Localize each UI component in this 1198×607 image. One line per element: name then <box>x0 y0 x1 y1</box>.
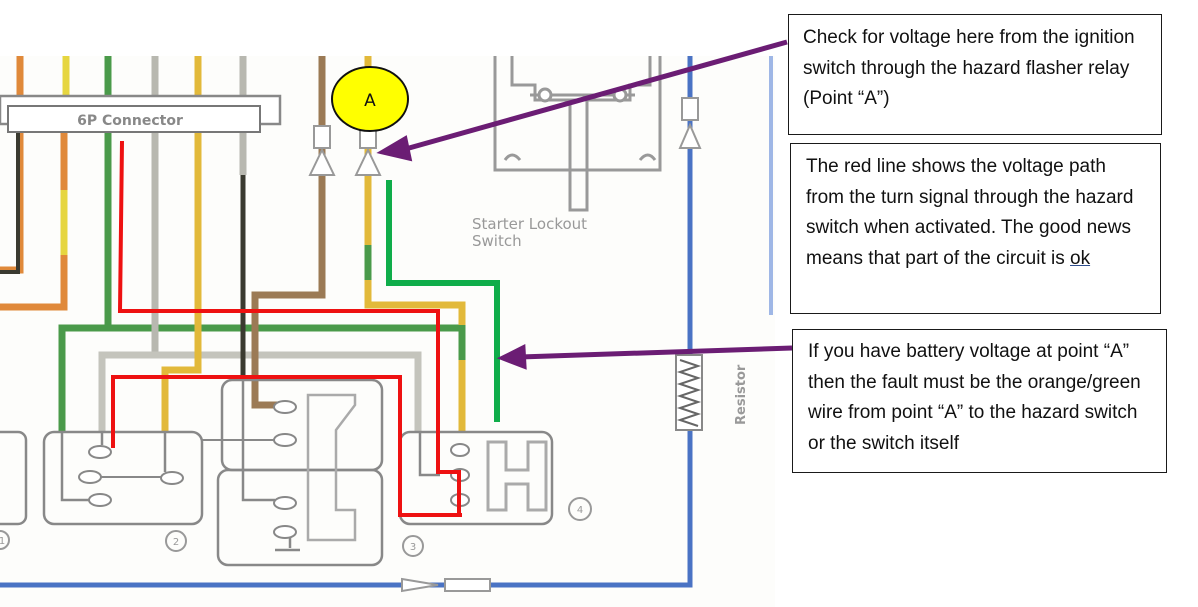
callout-check-voltage: Check for voltage here from the ignition… <box>788 14 1162 135</box>
callout-check-voltage-text: Check for voltage here from the ignition… <box>803 27 1135 109</box>
switch-number-2-text: 2 <box>173 537 179 548</box>
point-a-label: A <box>364 91 376 111</box>
wire-grey-loop <box>98 351 422 432</box>
switch-numbers <box>0 497 592 557</box>
wire-green <box>58 56 112 432</box>
wire-orange-yellow-3 <box>0 255 68 311</box>
resistor: Resistor <box>675 354 749 431</box>
connector-label: 6P Connector <box>77 113 183 129</box>
switch-1-box <box>0 430 28 526</box>
switch-3-lower-box <box>216 468 384 567</box>
wire-brown <box>251 56 326 409</box>
switch-boxes <box>0 378 554 567</box>
switch-number-3-text: 3 <box>410 542 416 553</box>
arrow-to-green-wire <box>519 345 793 360</box>
red-path-lower <box>111 375 462 517</box>
starter-label-line2: Switch <box>472 232 522 250</box>
wire-gold-2 <box>364 56 466 432</box>
arrow-head-point-a <box>376 135 413 162</box>
connector-6p: 6P Connector <box>0 94 282 133</box>
resistor-label: Resistor <box>734 364 749 425</box>
wire-black-left <box>0 130 20 274</box>
arrow-to-point-a <box>401 39 788 153</box>
callout-fault-diagnosis: If you have battery voltage at point “A”… <box>792 329 1167 473</box>
switch-number-4-text: 4 <box>577 505 583 516</box>
starter-lockout-switch <box>493 56 662 212</box>
bottom-inline-connector <box>401 577 491 593</box>
callout-fault-text: If you have battery voltage at point “A”… <box>808 341 1141 454</box>
switch-number-2 <box>165 530 187 552</box>
arrow-head-green-wire <box>496 344 527 370</box>
green-wire-path <box>386 180 500 422</box>
callout-ok-link[interactable]: ok <box>1070 247 1091 269</box>
callout-red-line-explanation: The red line shows the voltage path from… <box>790 143 1161 314</box>
callout-red-line-text: The red line shows the voltage path from… <box>806 156 1134 269</box>
wire-gold <box>161 56 202 432</box>
red-voltage-path <box>111 140 462 517</box>
switch-number-4 <box>568 497 592 521</box>
switch-number-3 <box>402 535 424 557</box>
switch-2-box <box>42 430 204 526</box>
point-a-marker: A <box>331 66 409 132</box>
starter-label-line1: Starter Lockout <box>472 215 587 233</box>
switch-terminals <box>78 400 470 539</box>
wire-blue <box>0 56 693 588</box>
red-path-upper <box>117 140 461 517</box>
switch-number-1-text: 1 <box>0 536 5 547</box>
callout-arrows <box>376 39 793 370</box>
switch-number-1 <box>0 530 10 550</box>
